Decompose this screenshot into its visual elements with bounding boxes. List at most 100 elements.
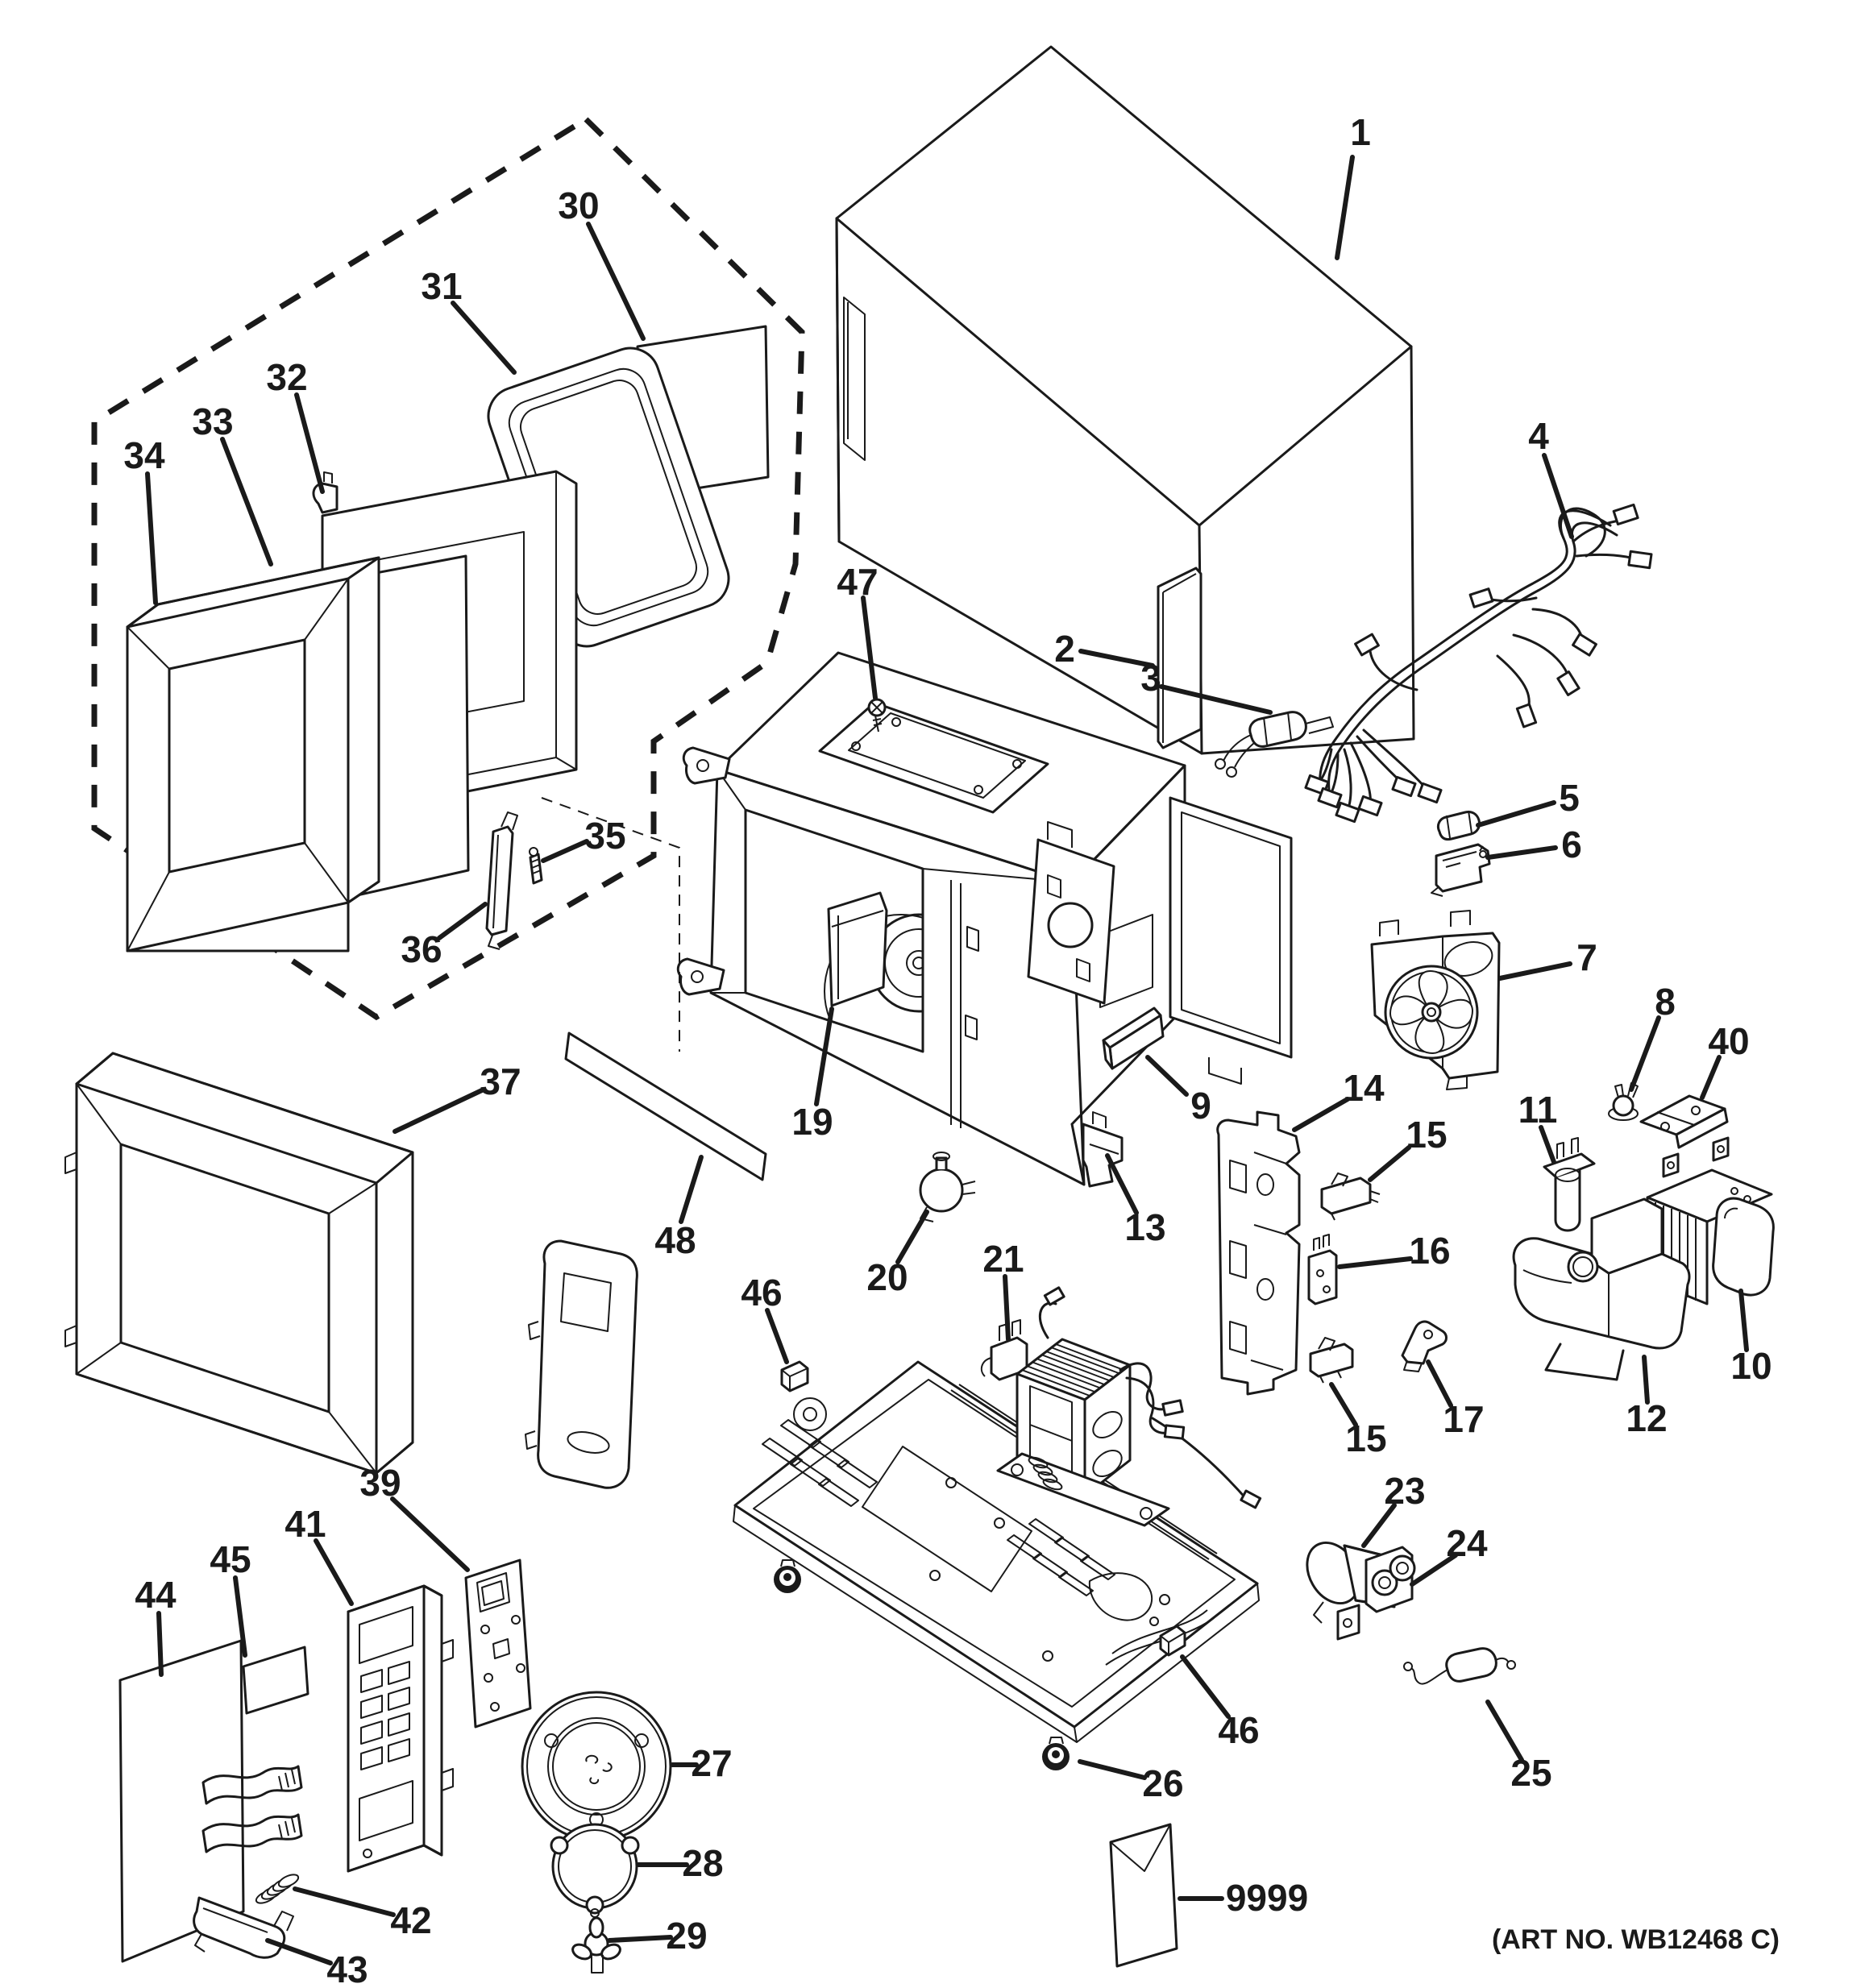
callout-turntable-tray: 27 — [691, 1742, 732, 1784]
callout-door-inner-frame: 34 — [123, 434, 165, 476]
callout-wire-harness: 4 — [1528, 415, 1549, 457]
fan-assembly — [1370, 910, 1501, 1090]
leader-door-inner-panel — [294, 392, 325, 494]
leader-air-duct — [1642, 1355, 1650, 1405]
door-side-panel — [525, 1239, 638, 1489]
leader-fan-assembly — [1497, 961, 1572, 981]
leader-wire-harness — [1542, 453, 1574, 539]
callout-cover-side-plate: 2 — [1054, 628, 1075, 670]
callout-outer-case-cover: 1 — [1350, 111, 1371, 153]
callout-door-latch: 13 — [1124, 1206, 1165, 1248]
vent-slots-upper — [762, 1419, 878, 1507]
latch-board — [1216, 1110, 1301, 1396]
leader-noise-filter — [1485, 1700, 1524, 1762]
callout-thermal-cutout: 3 — [1140, 657, 1161, 699]
callout-insulation-sheet: 44 — [135, 1574, 177, 1616]
literature-bag — [1109, 1823, 1178, 1968]
callout-fuse-holder: 6 — [1561, 824, 1582, 865]
hv-capacitor — [1543, 1137, 1596, 1232]
mounting-bracket — [1639, 1094, 1729, 1149]
leader-interlock-switch-lower — [1329, 1382, 1358, 1427]
callout-control-bracket: 39 — [359, 1462, 401, 1504]
callout-fan-assembly: 7 — [1576, 936, 1597, 978]
leader-latch-spring — [293, 1886, 396, 1917]
interlock-switch-upper — [1320, 1172, 1381, 1221]
callout-motor-gearbox: 24 — [1446, 1522, 1488, 1564]
interlock-switch-lower — [1309, 1337, 1354, 1384]
vent-slots-lower — [1007, 1518, 1115, 1596]
door-trim-strip — [564, 1031, 767, 1181]
turntable-motor-assembly — [1306, 1541, 1416, 1641]
leader-door-film — [586, 222, 646, 341]
cavity-assembly — [541, 651, 1186, 1186]
leader-door-trim-strip — [679, 1155, 704, 1224]
callout-cabinet-clip-rear: 46 — [1218, 1709, 1259, 1751]
latch-lever — [1401, 1320, 1448, 1372]
callout-grounding-screw: 47 — [837, 561, 878, 603]
magnetron — [1646, 1136, 1775, 1305]
leader-motor-gearbox — [1410, 1553, 1458, 1587]
fuse-holder — [1431, 843, 1491, 897]
callout-magnetron: 10 — [1730, 1345, 1772, 1387]
door-hinge-bar — [485, 811, 518, 950]
roller-ring — [550, 1823, 640, 1918]
latch-spring — [255, 1874, 300, 1904]
foot-left — [774, 1559, 801, 1593]
callout-turntable-motor: 20 — [866, 1256, 908, 1298]
callout-line-fuse: 5 — [1559, 777, 1580, 819]
leader-outer-case-cover — [1335, 155, 1355, 260]
keypad-buttons — [360, 1661, 410, 1770]
callout-stirrer-shield: 19 — [791, 1101, 833, 1143]
leader-turntable-motor — [895, 1210, 929, 1264]
leader-control-bracket — [390, 1496, 470, 1572]
leader-door-button — [265, 1938, 333, 1965]
leader-interlock-switch-upper — [1368, 1145, 1411, 1182]
callout-cord-bushing: 21 — [982, 1238, 1024, 1280]
callout-door-assembly: 37 — [480, 1060, 521, 1102]
callout-interlock-switch-middle: 16 — [1409, 1230, 1450, 1272]
leader-coupler — [607, 1935, 673, 1943]
leader-door-assembly — [393, 1087, 486, 1134]
callout-panel-label: 45 — [210, 1538, 251, 1580]
latch-spring-pin — [529, 847, 543, 885]
cavity-interior — [824, 891, 923, 1052]
leader-latch-spring-pin — [541, 839, 589, 863]
leader-panel-label — [233, 1575, 247, 1658]
leader-interlock-switch-middle — [1337, 1256, 1413, 1269]
leader-control-panel — [314, 1538, 354, 1606]
callout-turntable-motor-assembly: 23 — [1384, 1470, 1425, 1512]
leader-grounding-screw — [861, 596, 878, 700]
transformer — [996, 1286, 1262, 1527]
callout-latch-board: 14 — [1343, 1067, 1385, 1109]
leader-cover-side-plate — [1078, 649, 1155, 668]
grounding-screw — [867, 698, 887, 733]
insulator-block — [1102, 1006, 1165, 1070]
callout-mounting-bracket: 40 — [1708, 1020, 1749, 1062]
front-rail-bracket — [1027, 821, 1115, 1005]
cabinet-clip-rear — [1149, 1617, 1186, 1657]
callout-insulator-block: 9 — [1190, 1085, 1211, 1127]
noise-filter — [1403, 1647, 1516, 1685]
callout-interlock-switch-upper: 15 — [1406, 1114, 1447, 1156]
callout-hv-capacitor: 11 — [1518, 1089, 1558, 1131]
door-assembly — [64, 1052, 414, 1475]
thermal-cutout — [1215, 711, 1334, 778]
callout-thermostat: 8 — [1655, 981, 1676, 1023]
cabinet-clip-mid — [780, 1360, 809, 1392]
leader-door-inner-frame — [145, 471, 158, 605]
leader-door-hinge-bar — [437, 902, 488, 940]
callout-door-shield: 33 — [192, 401, 233, 442]
leader-latch-lever — [1426, 1359, 1453, 1408]
callout-cabinet-clip-mid: 46 — [741, 1272, 782, 1314]
callout-literature-bag: 9999 — [1226, 1877, 1308, 1919]
leader-fuse-holder — [1485, 845, 1558, 860]
leader-insulator-block — [1145, 1055, 1189, 1097]
leader-line-fuse — [1476, 800, 1556, 828]
vent-panel — [1169, 796, 1293, 1085]
leader-foot — [1078, 1759, 1147, 1780]
turntable-tray — [521, 1691, 672, 1842]
leader-door-latch — [1105, 1153, 1139, 1215]
callout-door-inner-panel: 32 — [266, 356, 307, 398]
callout-door-trim-strip: 48 — [654, 1219, 696, 1261]
